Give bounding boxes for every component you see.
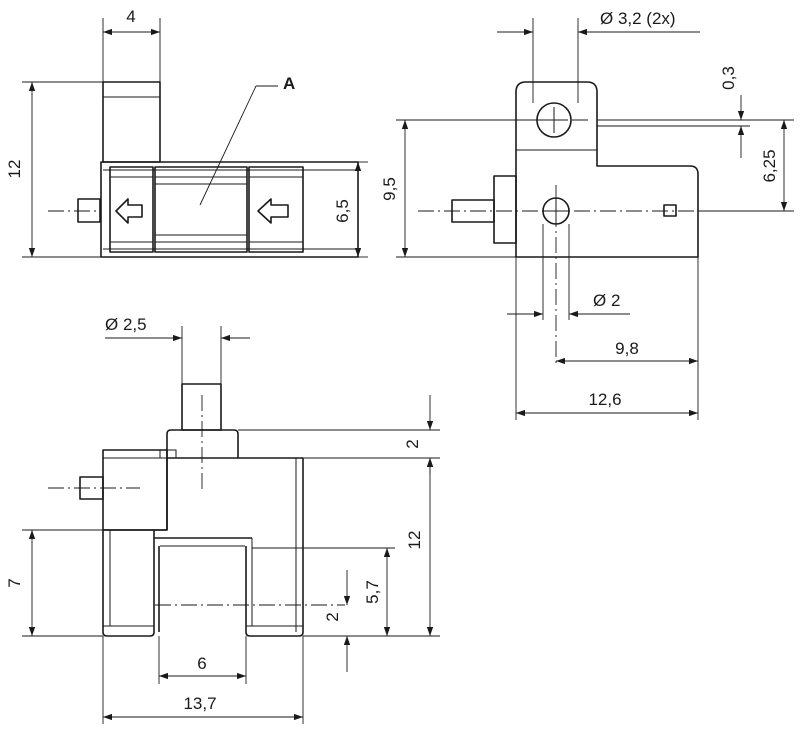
direction-arrow-icon (115, 198, 143, 224)
bottom-view: Ø 2,5 2 12 5,7 2 7 6 13,7 (5, 315, 440, 724)
dim-bottom-slot-depth: 5,7 (363, 580, 382, 604)
dim-side-offset: 0,3 (719, 66, 738, 90)
dim-bottom-height: 12 (405, 531, 424, 550)
callout-label: A (283, 74, 295, 93)
dim-side-length: 12,6 (588, 390, 621, 409)
dim-front-body-height: 6,5 (333, 199, 352, 223)
dim-bottom-slot-width: 6 (197, 654, 206, 673)
side-view: Ø 3,2 (2x) 0,3 6,25 9,5 Ø 2 9,8 12,6 (380, 9, 794, 420)
dim-side-hole-diameter: Ø 3,2 (2x) (600, 9, 676, 28)
dim-side-height: 9,5 (380, 177, 399, 201)
dim-bottom-slot-offset: 2 (323, 612, 342, 621)
dim-bottom-top-step: 2 (403, 439, 422, 448)
dim-bottom-left-height: 7 (5, 578, 24, 587)
dim-bottom-width: 13,7 (183, 694, 216, 713)
direction-arrow-icon (257, 198, 289, 224)
dim-side-hole-spacing: 6,25 (760, 149, 779, 182)
front-view: A 4 12 6,5 (5, 7, 368, 258)
dim-front-width: 4 (126, 7, 135, 26)
dim-bottom-pin-diameter: Ø 2,5 (105, 315, 147, 334)
dim-side-length-inner: 9,8 (615, 339, 639, 358)
dim-front-height: 12 (5, 160, 24, 179)
dim-side-pin-diameter: Ø 2 (593, 291, 620, 310)
